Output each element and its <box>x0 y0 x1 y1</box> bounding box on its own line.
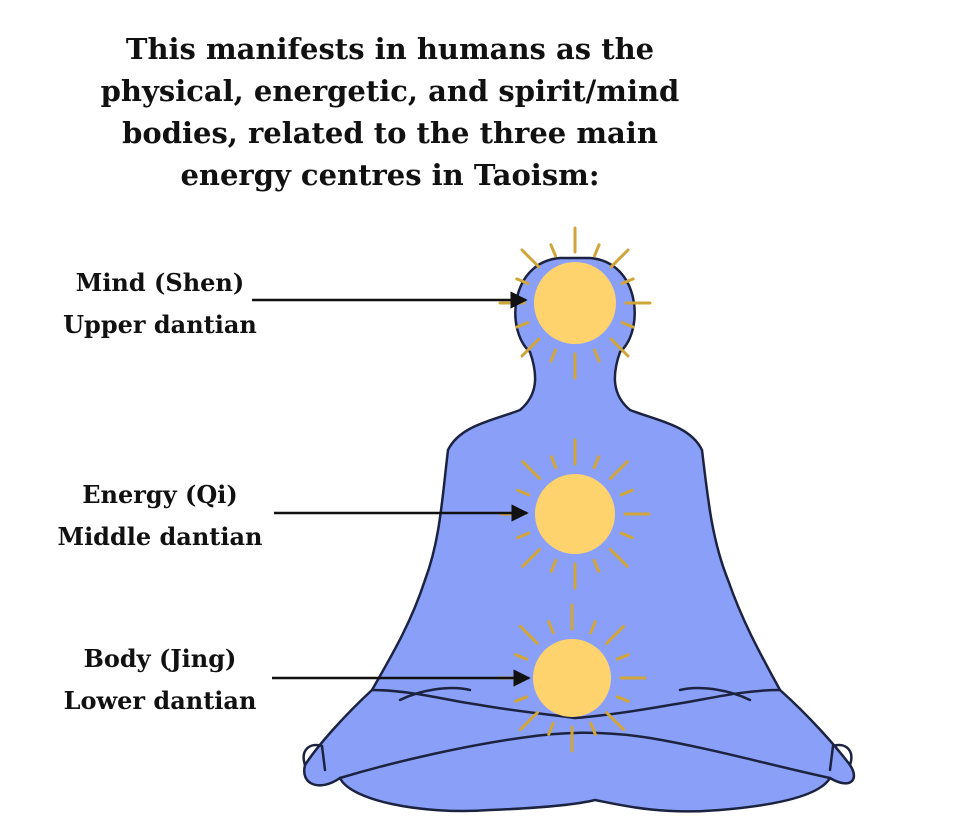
centre-location: Upper dantian <box>63 310 257 339</box>
sun-ray <box>608 547 629 568</box>
sun-ray <box>592 455 601 470</box>
sun-ray <box>521 460 542 481</box>
sun-ray <box>516 531 531 540</box>
sun-ray <box>549 243 557 258</box>
sun-ray <box>592 558 601 573</box>
label-mind-shen: Mind (Shen) Upper dantian <box>40 262 280 346</box>
sun-ray <box>620 321 635 329</box>
sun-ray <box>549 348 557 363</box>
sun-ray <box>515 321 530 329</box>
sun-ray <box>619 488 634 497</box>
diagram-title: This manifests in humans as the physical… <box>100 32 680 192</box>
sun-ray <box>615 653 630 661</box>
sun-ray <box>589 620 597 635</box>
label-energy-qi: Energy (Qi) Middle dantian <box>40 474 280 558</box>
centre-location: Lower dantian <box>63 686 257 715</box>
sun-ray <box>514 695 529 703</box>
centre-name: Body (Jing) <box>83 644 237 673</box>
sun-icon-lower <box>533 639 611 717</box>
sun-ray <box>608 460 629 481</box>
sun-ray <box>514 653 529 661</box>
sun-ray <box>593 243 601 258</box>
sun-ray <box>515 277 530 285</box>
sun-ray <box>605 711 626 732</box>
label-body-jing: Body (Jing) Lower dantian <box>40 638 280 722</box>
sun-ray <box>589 721 597 736</box>
sun-ray <box>520 248 541 269</box>
sun-rays <box>497 226 652 753</box>
sun-ray <box>516 488 531 497</box>
sun-ray <box>518 624 539 645</box>
centre-name: Mind (Shen) <box>75 268 245 297</box>
sun-icon-middle <box>535 474 615 554</box>
sun-ray <box>518 711 539 732</box>
centre-location: Middle dantian <box>57 522 263 551</box>
sun-ray <box>547 721 555 736</box>
centre-name: Energy (Qi) <box>82 480 238 509</box>
sun-ray <box>609 337 630 358</box>
sun-ray <box>609 248 630 269</box>
sun-icon-upper <box>534 262 616 344</box>
sun-ray <box>619 531 634 540</box>
sun-ray <box>521 547 542 568</box>
sun-ray <box>520 337 541 358</box>
sun-ray <box>620 277 635 285</box>
sun-ray <box>549 455 558 470</box>
sun-ray <box>593 348 601 363</box>
sun-ray <box>547 620 555 635</box>
sun-ray <box>615 695 630 703</box>
sun-ray <box>605 624 626 645</box>
sun-ray <box>549 558 558 573</box>
